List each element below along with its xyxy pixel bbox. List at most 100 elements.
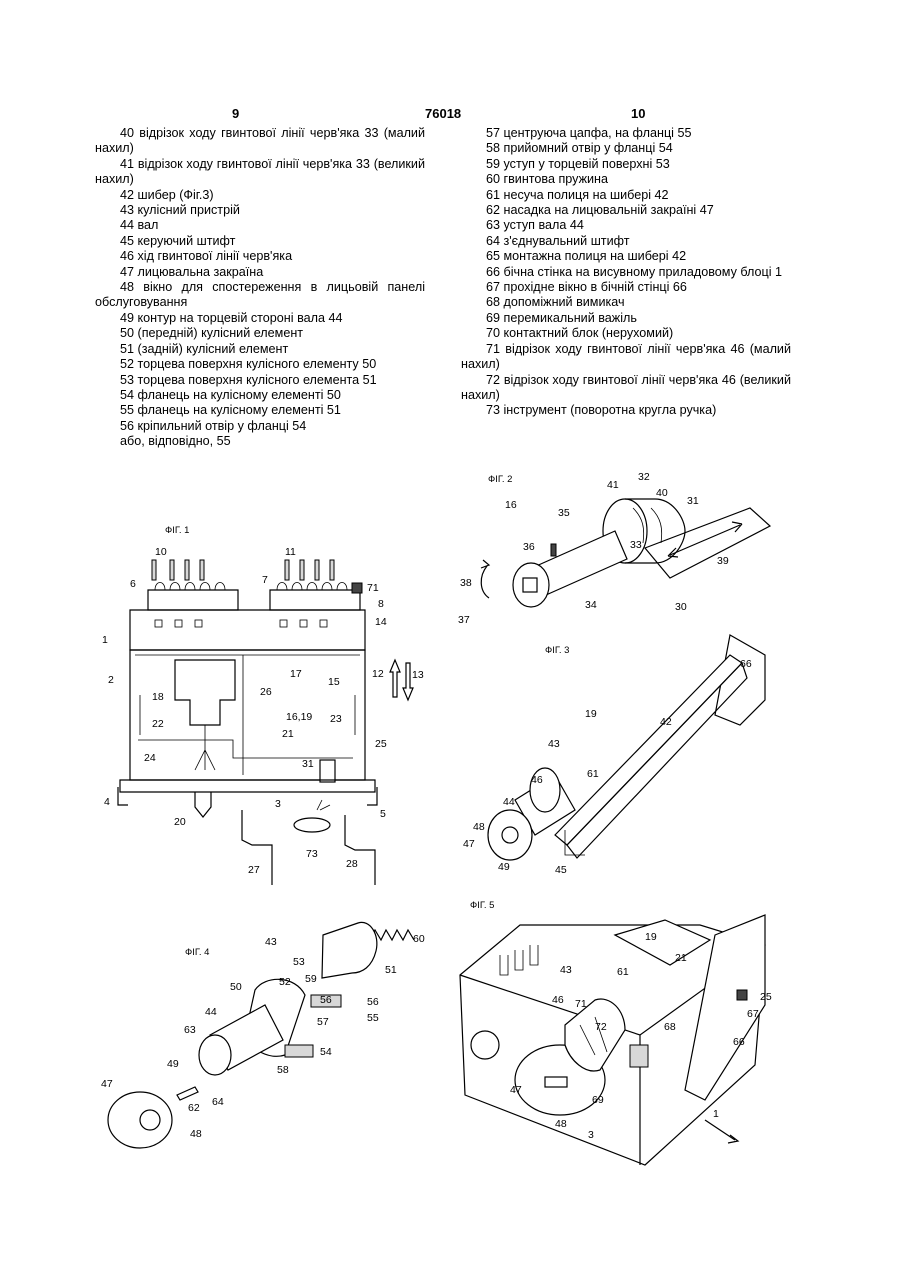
page-number-left: 9	[232, 106, 239, 121]
crank-right	[345, 815, 375, 885]
square-socket	[523, 578, 537, 592]
label-31: 31	[302, 758, 314, 770]
slide-plate	[645, 508, 770, 578]
label-54: 54	[320, 1046, 332, 1058]
label-59: 59	[305, 973, 317, 985]
label-5: 5	[380, 808, 386, 820]
label-49: 49	[498, 861, 510, 873]
label-8: 8	[378, 598, 384, 610]
list-item: або, відповідно, 55	[95, 434, 425, 449]
list-item: 73 інструмент (поворотна кругла ручка)	[461, 403, 791, 418]
label-26: 26	[260, 686, 272, 698]
label-45: 45	[555, 864, 567, 876]
label-3: 3	[275, 798, 281, 810]
pin	[551, 544, 556, 556]
left-text-column: 40 відрізок ходу гвинтової лінії черв'як…	[95, 126, 425, 450]
label-34: 34	[585, 599, 597, 611]
label-43: 43	[560, 964, 572, 976]
label-60: 60	[413, 933, 425, 945]
label-48: 48	[555, 1118, 567, 1130]
label-66: 66	[740, 658, 752, 670]
list-item: 55 фланець на кулісному елементі 51	[95, 403, 425, 418]
label-3: 3	[588, 1129, 594, 1141]
label-25: 25	[375, 738, 387, 750]
base-plate	[120, 780, 375, 792]
list-item: 72 відрізок ходу гвинтової лінії черв'як…	[461, 373, 791, 404]
label-53: 53	[293, 956, 305, 968]
label-61: 61	[617, 966, 629, 978]
label-61: 61	[587, 768, 599, 780]
list-item: 66 бічна стінка на висувному приладовому…	[461, 265, 791, 280]
label-49: 49	[167, 1058, 179, 1070]
list-item: 49 контур на торцевій стороні вала 44	[95, 311, 425, 326]
list-item: 44 вал	[95, 218, 425, 233]
list-item: 58 прийомний отвір у фланці 54	[461, 141, 791, 156]
label-71: 71	[575, 998, 587, 1010]
label-48: 48	[190, 1128, 202, 1140]
label-46: 46	[552, 994, 564, 1006]
label-41: 41	[607, 479, 619, 491]
label-44: 44	[205, 1006, 217, 1018]
label-22: 22	[152, 718, 164, 730]
contact-fingers-left	[152, 560, 204, 580]
label-20: 20	[174, 816, 186, 828]
label-2: 2	[108, 674, 114, 686]
arrow-up-icon	[390, 660, 400, 697]
label-56a: 56	[320, 994, 332, 1006]
label-16: 16	[505, 499, 517, 511]
label-43: 43	[265, 936, 277, 948]
list-item: 42 шибер (Фіг.3)	[95, 188, 425, 203]
figure-2: ФІГ. 2 16 35 41 32 40 31 36 33 39 38 34 …	[455, 468, 795, 633]
document-number: 76018	[425, 106, 461, 121]
figure-2-caption: ФІГ. 2	[488, 474, 512, 485]
figure-4-drawing: ФІГ. 4 43 60 53 51 50 52 59 44 56 56 57 …	[95, 905, 435, 1160]
label-24: 24	[144, 752, 156, 764]
label-19: 19	[645, 931, 657, 943]
list-item: 70 контактний блок (нерухомий)	[461, 326, 791, 341]
page-number-right: 10	[631, 106, 645, 121]
list-item: 54 фланець на кулісному елементі 50	[95, 388, 425, 403]
label-43: 43	[548, 738, 560, 750]
list-item: 59 уступ у торцевій поверхні 53	[461, 157, 791, 172]
figure-3-caption: ФІГ. 3	[545, 645, 569, 656]
list-item: 67 прохідне вікно в бічній стінці 66	[461, 280, 791, 295]
figure-4-caption: ФІГ. 4	[185, 947, 209, 958]
figure-3-drawing: ФІГ. 3 66 19 42 43 46 61 44 48 47 49 45	[455, 625, 795, 880]
figure-1-caption: ФІГ. 1	[165, 525, 189, 536]
label-23: 23	[330, 713, 342, 725]
label-31: 31	[687, 495, 699, 507]
figure-4: ФІГ. 4 43 60 53 51 50 52 59 44 56 56 57 …	[95, 905, 435, 1160]
front-knob	[195, 792, 211, 817]
label-15: 15	[328, 676, 340, 688]
label-63: 63	[184, 1024, 196, 1036]
label-35: 35	[558, 507, 570, 519]
rotary-tool	[294, 818, 330, 832]
label-50: 50	[230, 981, 242, 993]
label-69: 69	[592, 1094, 604, 1106]
label-67: 67	[747, 1008, 759, 1020]
front-knob	[471, 1031, 499, 1059]
list-item: 71 відрізок ходу гвинтової лінії черв'як…	[461, 342, 791, 373]
label-7: 7	[262, 574, 268, 586]
label-30: 30	[675, 601, 687, 613]
label-40: 40	[656, 487, 668, 499]
label-1: 1	[102, 634, 108, 646]
label-36: 36	[523, 541, 535, 553]
label-32: 32	[638, 471, 650, 483]
slider-bar	[555, 655, 742, 845]
label-58: 58	[277, 1064, 289, 1076]
list-item: 43 кулісний пристрій	[95, 203, 425, 218]
list-item: 50 (передній) кулісний елемент	[95, 326, 425, 341]
figure-2-drawing: ФІГ. 2 16 35 41 32 40 31 36 33 39 38 34 …	[455, 468, 795, 633]
label-44: 44	[503, 796, 515, 808]
label-47: 47	[510, 1084, 522, 1096]
view-window	[545, 1077, 567, 1087]
pass-window	[737, 990, 747, 1000]
label-68: 68	[664, 1021, 676, 1033]
list-item: 51 (задній) кулісний елемент	[95, 342, 425, 357]
label-14: 14	[375, 616, 387, 628]
figure-1: ФІГ. 1	[90, 515, 420, 890]
label-21: 21	[675, 952, 687, 964]
label-71: 71	[367, 582, 379, 594]
label-11: 11	[285, 546, 296, 558]
